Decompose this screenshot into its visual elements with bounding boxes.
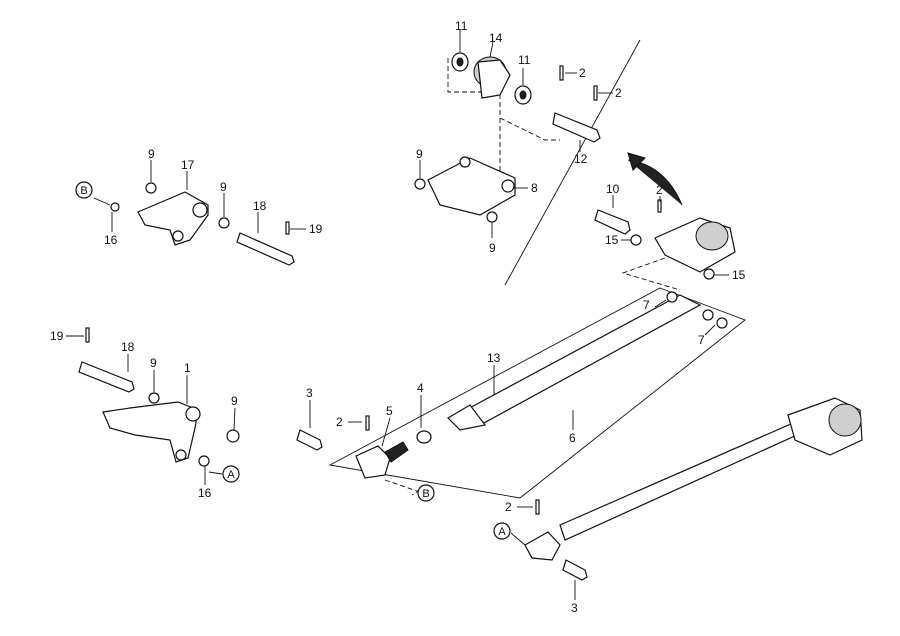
callout-6: 6 (569, 431, 576, 445)
callout-9-upper-right: 9 (220, 180, 227, 194)
callout-10: 10 (606, 182, 620, 196)
callout-9-top-left: 9 (416, 147, 423, 161)
callout-5: 5 (386, 404, 393, 418)
pin-12 (552, 112, 601, 143)
callout-8: 8 (531, 181, 538, 195)
callout-3-middle: 3 (306, 386, 313, 400)
dash-guide-top-left (447, 58, 501, 175)
ref-a-lower-right: A (493, 522, 511, 540)
assembled-rod-end (524, 531, 561, 561)
pin-3-middle (296, 429, 323, 451)
ref-b-upper: B (75, 181, 93, 199)
callout-2-b: 2 (615, 86, 622, 100)
cotter-pin-2-e (535, 499, 540, 515)
callout-3-lower: 3 (571, 601, 578, 615)
cotter-pin-2-a (559, 65, 564, 81)
callout-2-d: 2 (336, 415, 343, 429)
bushing-9-right (218, 217, 230, 229)
callout-16-lower: 16 (198, 486, 212, 500)
callout-18-upper: 18 (253, 199, 267, 213)
bushing-9-lower-right (226, 429, 240, 443)
washer-7-top (666, 291, 678, 303)
ref-b-upper-label: B (80, 185, 87, 197)
ref-b-lower-label: B (422, 488, 429, 500)
callout-19-upper: 19 (309, 222, 323, 236)
callout-1: 1 (184, 361, 191, 375)
clevis-bracket-assembly (594, 152, 736, 280)
callout-17: 17 (181, 158, 195, 172)
callout-9-top-bottom: 9 (489, 241, 496, 255)
bushing-9-top-bottom (486, 211, 498, 223)
callout-11-left: 11 (455, 19, 468, 33)
assembled-rod (559, 419, 809, 541)
threaded-shank (384, 441, 409, 463)
bushing-9-upper (145, 182, 157, 194)
rod-group-outline (328, 287, 746, 499)
washer-7-right (716, 317, 728, 329)
callout-9-upper: 9 (148, 147, 155, 161)
rod-end-assembly (296, 415, 432, 479)
callout-14: 14 (489, 31, 503, 45)
link-1-assembly (78, 327, 240, 467)
callout-7-right: 7 (698, 333, 705, 347)
callout-2-e: 2 (505, 500, 512, 514)
ref-b-lower: B (417, 484, 435, 502)
callout-9-lower-right: 9 (231, 394, 238, 408)
washer-15-left (630, 234, 642, 246)
dash-guide-top-right (499, 117, 560, 141)
washer-16-lower (198, 455, 210, 467)
bushing-9-top-left (414, 178, 426, 190)
callout-11-right: 11 (518, 53, 531, 67)
link-17-assembly (110, 182, 295, 266)
washer-15-right (703, 268, 715, 280)
nut-4 (416, 430, 432, 444)
link-1 (102, 401, 199, 463)
callout-4: 4 (417, 381, 424, 395)
callout-2-c: 2 (656, 183, 663, 197)
callout-19-lower: 19 (50, 329, 64, 343)
rod-13 (447, 291, 728, 431)
callout-15-left: 15 (605, 233, 619, 247)
bushing-9-lower-left (148, 392, 160, 404)
ref-a-lower-left: A (222, 465, 240, 483)
washer-7-mid (702, 309, 714, 321)
cotter-pin-2-c (657, 199, 662, 213)
callout-15-right: 15 (732, 268, 746, 282)
callout-7-left: 7 (643, 298, 650, 312)
callout-9-lower-left: 9 (150, 356, 157, 370)
pin-3-lower (562, 559, 588, 581)
cotter-pin-2-b (593, 85, 598, 101)
callout-2-a: 2 (579, 66, 586, 80)
pin-10 (594, 209, 631, 235)
washer-16-upper (110, 202, 120, 212)
detail-divider-line (504, 39, 641, 286)
pin-18-upper (236, 232, 295, 266)
callout-12: 12 (574, 152, 588, 166)
cotter-pin-19-lower (85, 327, 90, 343)
callout-13: 13 (487, 351, 501, 365)
link-17 (137, 191, 209, 246)
callout-18-lower: 18 (121, 340, 135, 354)
bracket-assembly-top (414, 52, 601, 223)
ref-a-lower-left-label: A (227, 469, 235, 481)
cotter-pin-2-d (365, 415, 370, 431)
assembled-rod-lower (524, 397, 863, 581)
ref-a-lower-right-label: A (498, 526, 506, 538)
clevis-rod-end-5 (355, 445, 391, 479)
pin-18-lower (78, 361, 135, 393)
bracket-8 (427, 157, 516, 216)
callout-16-upper: 16 (104, 233, 118, 247)
cotter-pin-19-upper (285, 221, 290, 235)
